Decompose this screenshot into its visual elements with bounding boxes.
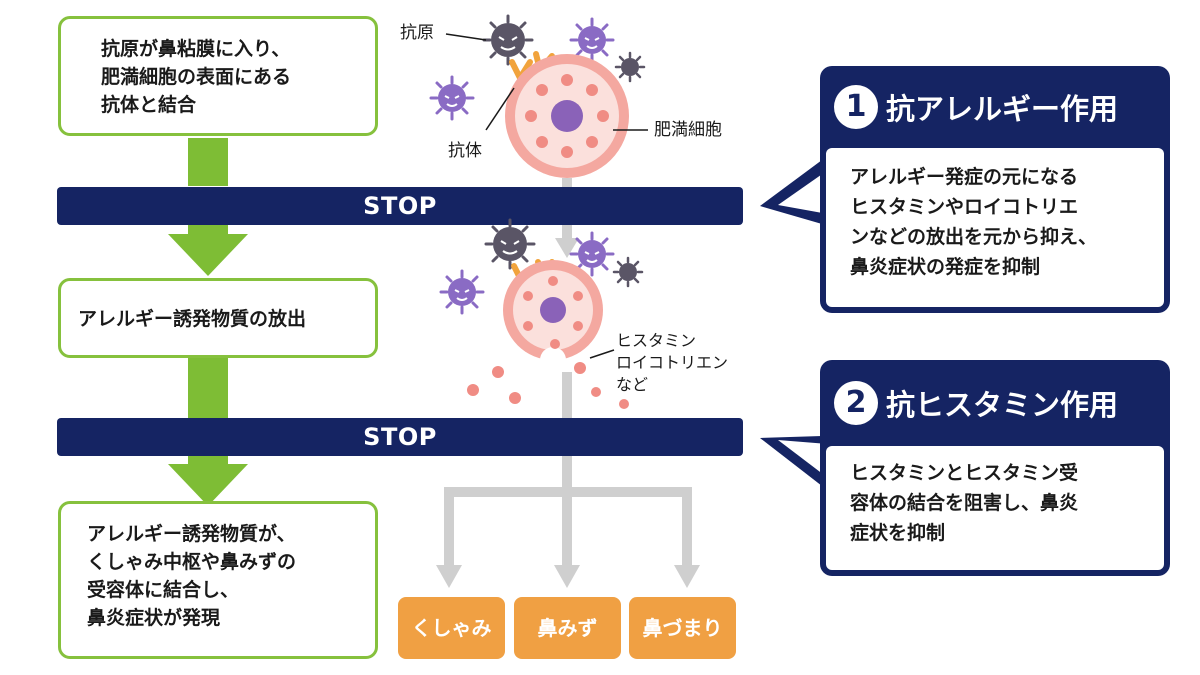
stop-bar-1: STOP [57, 187, 743, 225]
step1-line: 抗原が鼻粘膜に入り、 [101, 38, 291, 60]
step-box-2: アレルギー誘発物質の放出 [58, 278, 378, 358]
callout-body-line: ヒスタミンとヒスタミン受 [850, 462, 1079, 484]
step1-line: 肥満細胞の表面にある [101, 66, 292, 88]
callout-number-badge: 2 [834, 381, 878, 425]
antibody-label: 抗体 [448, 141, 482, 161]
callout-body-line: アレルギー発症の元になる [850, 166, 1079, 188]
symptom-nasal-congestion: 鼻づまり [629, 597, 736, 659]
step3-line: アレルギー誘発物質が、 [87, 523, 296, 545]
step-box-3: アレルギー誘発物質が、 くしゃみ中枢や鼻みずの 受容体に結合し、 鼻炎症状が発現 [58, 501, 378, 659]
mediator-line: ロイコトリエン [616, 353, 729, 372]
green-arrow-shaft-4 [188, 456, 228, 466]
callout-title: 抗ヒスタミン作用 [886, 388, 1119, 422]
callout-body-line: 鼻炎症状の発症を抑制 [850, 256, 1041, 278]
green-arrow-shaft-3 [188, 358, 228, 418]
granule-icon [467, 339, 629, 409]
callout-body-line: 容体の結合を阻害し、鼻炎 [850, 492, 1079, 514]
mast-cell-label: 肥満細胞 [654, 120, 722, 140]
callout-body: アレルギー発症の元になる ヒスタミンやロイコトリエ ンなどの放出を元から抑え、 … [826, 148, 1164, 307]
step3-line: 受容体に結合し、 [87, 579, 240, 601]
callout-number-badge: 1 [834, 85, 878, 129]
mediator-line: ヒスタミン [616, 331, 697, 350]
green-arrow-head-2 [168, 464, 248, 506]
callout-header: 1 抗アレルギー作用 [820, 66, 1170, 148]
symptom-runny-nose: 鼻みず [514, 597, 621, 659]
callout-body-line: ヒスタミンやロイコトリエ [850, 196, 1079, 218]
callout-body-line: ンなどの放出を元から抑え、 [850, 226, 1098, 248]
green-arrow-shaft-2 [188, 224, 228, 236]
stop-bar-2: STOP [57, 418, 743, 456]
step3-line: 鼻炎症状が発現 [87, 607, 221, 629]
step3-line: くしゃみ中枢や鼻みずの [87, 551, 297, 573]
green-arrow-shaft-1 [188, 138, 228, 186]
callout-header: 2 抗ヒスタミン作用 [820, 360, 1170, 446]
mast-cell-illustration [429, 14, 648, 409]
callout-antihistamine: 2 抗ヒスタミン作用 ヒスタミンとヒスタミン受 容体の結合を阻害し、鼻炎 症状を… [820, 360, 1170, 576]
callout-body: ヒスタミンとヒスタミン受 容体の結合を阻害し、鼻炎 症状を抑制 [826, 446, 1164, 570]
mast-cell-icon [503, 260, 603, 373]
antigen-label: 抗原 [400, 23, 434, 43]
callout-body-line: 症状を抑制 [850, 522, 946, 544]
step-box-1: 抗原が鼻粘膜に入り、 肥満細胞の表面にある 抗体と結合 [58, 16, 378, 136]
callout-anti-allergy: 1 抗アレルギー作用 アレルギー発症の元になる ヒスタミンやロイコトリエ ンなど… [820, 66, 1170, 313]
step2-line: アレルギー誘発物質の放出 [78, 308, 307, 330]
mediators-label: ヒスタミン ロイコトリエン など [616, 330, 728, 396]
step1-line: 抗体と結合 [101, 94, 197, 116]
green-arrow-head-1 [168, 234, 248, 276]
symptom-sneeze: くしゃみ [398, 597, 505, 659]
mediator-line: など [616, 375, 649, 394]
mast-cell-icon [505, 54, 629, 178]
callout-title: 抗アレルギー作用 [886, 92, 1119, 126]
